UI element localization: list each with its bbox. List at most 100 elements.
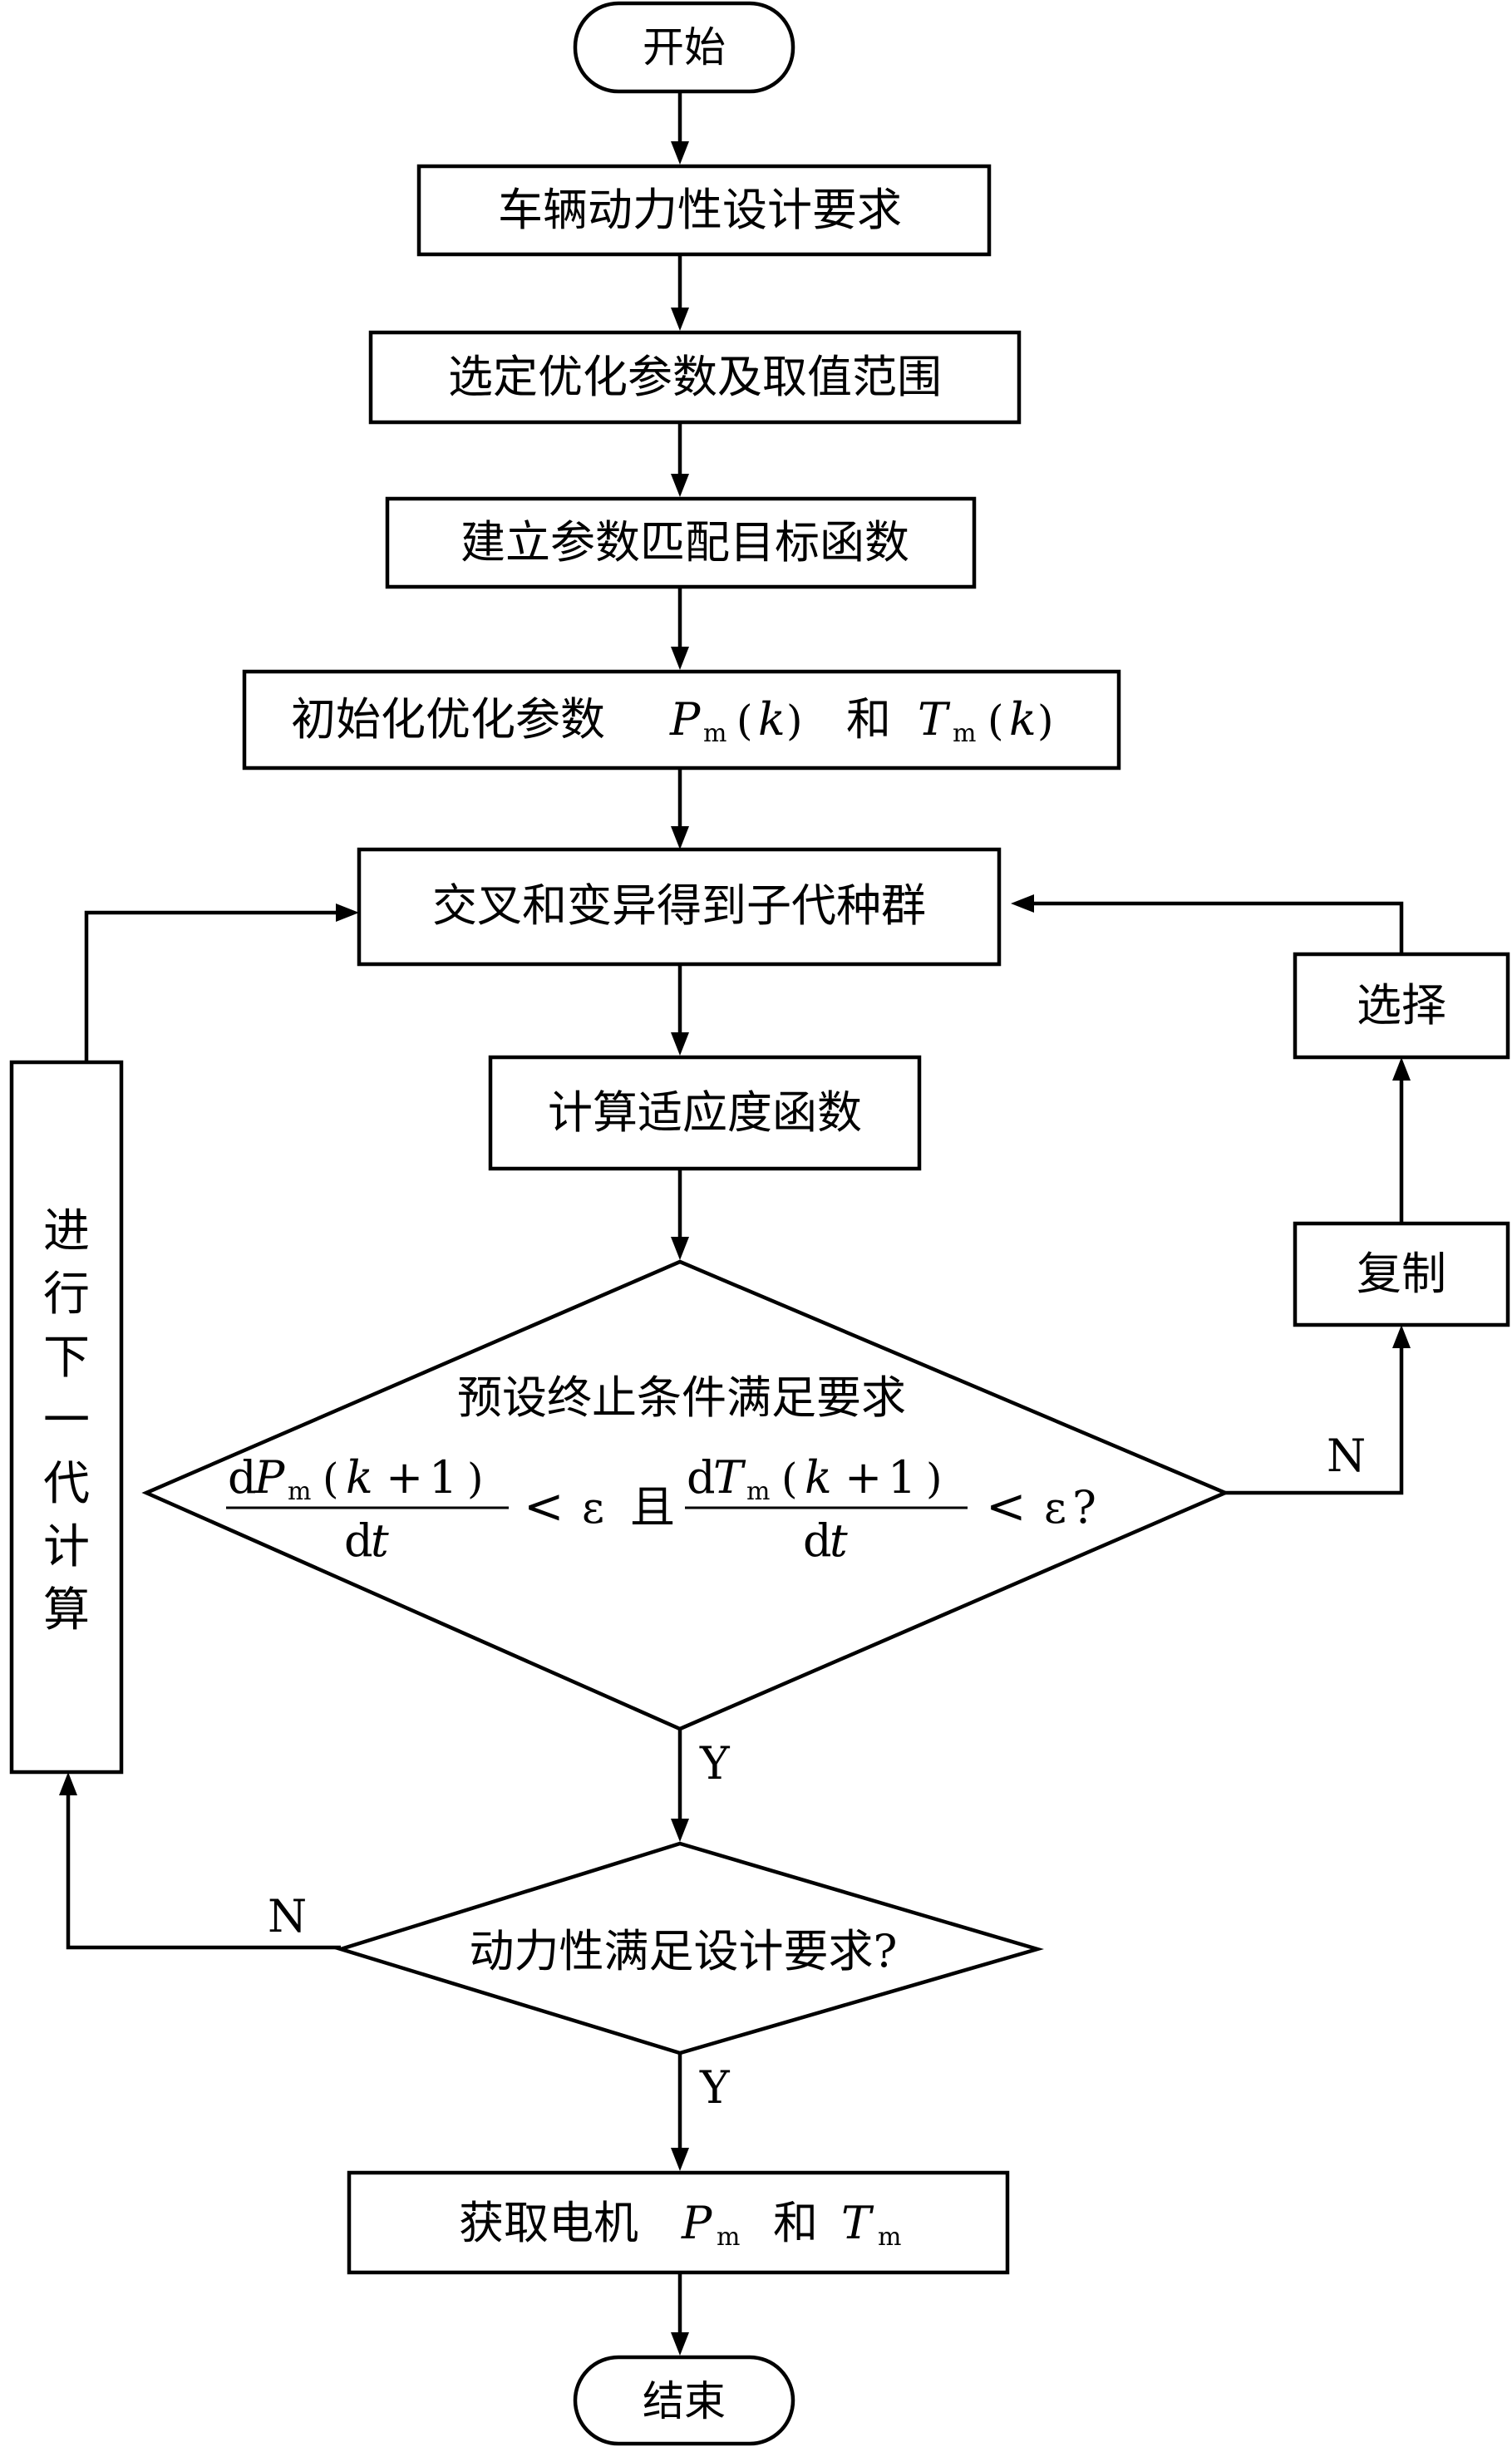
arrow-head [671,2148,689,2171]
step-obtain-motor: 获取电机 P m 和 T m [347,2170,1010,2275]
math-sub-m: m [746,1477,770,1506]
step-design-requirements: 车辆动力性设计要求 [416,164,992,257]
init-and: 和 [846,693,891,746]
arrow-head [59,1772,77,1795]
arrow-head [671,1032,689,1056]
math-rparen: ) [926,1455,943,1503]
performance-label: 动力性满足设计要求? [470,1925,898,1977]
math-epsilon: ε [1044,1484,1066,1534]
arrow-head [671,1237,689,1260]
math-rparen: ) [1037,697,1054,745]
step-initialize-params: 初始化优化参数 P m ( k ) 和 T m ( k ) [242,669,1121,771]
step-copy: 复制 [1293,1221,1510,1327]
math-sub-m: m [703,719,726,748]
step-label: 选定优化参数及取值范围 [448,351,942,403]
math-k: k [758,693,786,746]
arrow-head [671,2332,689,2356]
math-epsilon: ε [582,1484,604,1534]
arrow-head [336,903,359,922]
math-sub-m: m [717,2223,740,2252]
termination-title: 预设终止条件满足要求 [457,1371,906,1424]
math-one: 1 [429,1451,457,1504]
math-k: k [805,1451,832,1504]
math-d: d [344,1514,373,1567]
branch-label-perf-yes: Y [699,2061,731,2114]
arrow-head [1011,894,1034,913]
math-one: 1 [888,1451,916,1504]
init-prefix: 初始化优化参数 [291,693,605,746]
math-lparen: ( [323,1455,339,1503]
math-sub-m: m [953,719,976,748]
arrow-head [671,141,689,165]
branch-label-perf-no: N [268,1890,307,1942]
step-label: 建立参数匹配目标函数 [460,516,909,569]
math-T: T [841,2197,874,2249]
arrow-head [671,826,689,849]
math-k: k [346,1451,373,1504]
math-rparen: ) [786,697,803,745]
arrow-head [671,474,689,497]
math-plus: + [386,1451,423,1504]
decision-termination: 预设终止条件满足要求 d P m ( k + 1 ) d t < ε 且 d T… [141,1259,1230,1731]
math-lparen: ( [987,697,1004,745]
step-label: 计算适应度函数 [548,1086,862,1139]
math-d: d [228,1451,257,1504]
step-label: 选择 [1357,979,1446,1031]
step-label: 复制 [1357,1248,1446,1300]
math-plus: + [845,1451,882,1504]
math-less: < [524,1478,564,1534]
step-crossover-mutation: 交叉和变异得到子代种群 [357,847,1002,967]
step-select: 选择 [1293,952,1510,1060]
end-terminal: 结束 [573,2355,795,2446]
branch-label-term-no: N [1327,1430,1366,1482]
end-label: 结束 [643,2377,726,2425]
branch-label-term-yes: Y [699,1737,731,1790]
math-t: t [371,1514,389,1567]
math-P: P [669,693,702,746]
step-label: 车辆动力性设计要求 [498,184,902,236]
math-less: < [986,1478,1027,1534]
arrow-head [1392,1325,1411,1348]
start-terminal: 开始 [573,1,795,94]
math-T: T [713,1451,746,1504]
math-sub-m: m [878,2223,901,2252]
math-T: T [918,693,951,746]
side-char: 进 [43,1204,90,1258]
svg-text:初始化优化参数: 初始化优化参数 [291,693,605,746]
connectors [59,93,1411,2356]
side-char: 算 [43,1583,90,1637]
side-char: 下 [43,1331,90,1385]
math-question: ? [1072,1481,1096,1534]
step-next-generation: 进 行 下 一 代 计 算 [9,1060,124,1775]
decision-performance: 动力性满足设计要求? [334,1841,1045,2056]
arrow-head [671,308,689,331]
math-lparen: ( [736,697,753,745]
side-label: 进 行 下 一 代 计 算 [43,1204,90,1637]
math-d: d [687,1451,716,1504]
step-fitness: 计算适应度函数 [488,1055,922,1171]
fraction-dTm: d T m ( k + 1 ) d t [685,1451,968,1567]
fraction-dPm: d P m ( k + 1 ) d t [226,1451,509,1567]
side-char: 行 [43,1268,90,1322]
math-d: d [803,1514,832,1567]
obtain-prefix: 获取电机 [459,2197,638,2249]
arrow-head [1392,1057,1411,1081]
arrow-head [671,1819,689,1842]
math-P: P [681,2197,713,2249]
termination-and: 且 [630,1481,675,1534]
math-rparen: ) [467,1455,484,1503]
math-sub-m: m [288,1477,311,1506]
side-char: 一 [43,1394,90,1448]
side-char: 计 [43,1520,90,1574]
math-t: t [830,1514,848,1567]
arrow-head [671,647,689,670]
math-lparen: ( [781,1455,798,1503]
side-char: 代 [43,1457,90,1511]
obtain-and: 和 [773,2197,818,2249]
start-label: 开始 [643,23,726,71]
math-k: k [1009,693,1037,746]
step-select-params: 选定优化参数及取值范围 [368,330,1022,425]
step-objective-function: 建立参数匹配目标函数 [385,496,977,589]
step-label: 交叉和变异得到子代种群 [432,879,926,932]
